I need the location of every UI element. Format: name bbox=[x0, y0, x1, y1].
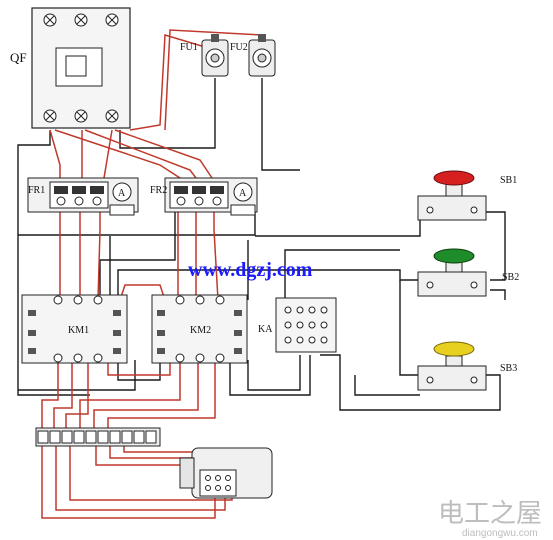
button-sb2 bbox=[417, 248, 487, 297]
ammeter-fr2-symbol: A bbox=[239, 188, 247, 199]
fuse-fu1 bbox=[201, 34, 229, 77]
button-sb3 bbox=[417, 341, 487, 391]
breaker-qf bbox=[31, 7, 131, 129]
label-sb2: SB2 bbox=[502, 272, 519, 283]
label-km2: KM2 bbox=[190, 325, 211, 336]
label-fu2: FU2 bbox=[230, 42, 248, 53]
relay-ka bbox=[275, 297, 337, 353]
label-sb3: SB3 bbox=[500, 363, 517, 374]
watermark-url: www.dgzj.com bbox=[188, 259, 313, 281]
button-sb1 bbox=[417, 170, 487, 221]
label-fr1: FR1 bbox=[28, 185, 45, 196]
label-fr2: FR2 bbox=[150, 185, 167, 196]
corner-logo-title: 电工之屋 bbox=[438, 499, 542, 529]
label-qf: QF bbox=[10, 50, 27, 65]
black-wiring bbox=[17, 78, 506, 411]
label-ka: KA bbox=[258, 324, 273, 335]
label-sb1: SB1 bbox=[500, 175, 517, 186]
contactor-km1 bbox=[21, 294, 128, 364]
label-km1: KM1 bbox=[68, 325, 89, 336]
corner-logo-url: diangongwu.com bbox=[462, 528, 538, 539]
terminal-strip bbox=[35, 427, 161, 447]
motor bbox=[179, 447, 273, 499]
fuse-fu2 bbox=[248, 34, 276, 77]
label-fu1: FU1 bbox=[180, 42, 198, 53]
relay-fr1 bbox=[27, 177, 139, 216]
ammeter-fr1-symbol: A bbox=[118, 188, 126, 199]
relay-fr2 bbox=[164, 177, 258, 216]
contactor-km2 bbox=[151, 294, 248, 364]
